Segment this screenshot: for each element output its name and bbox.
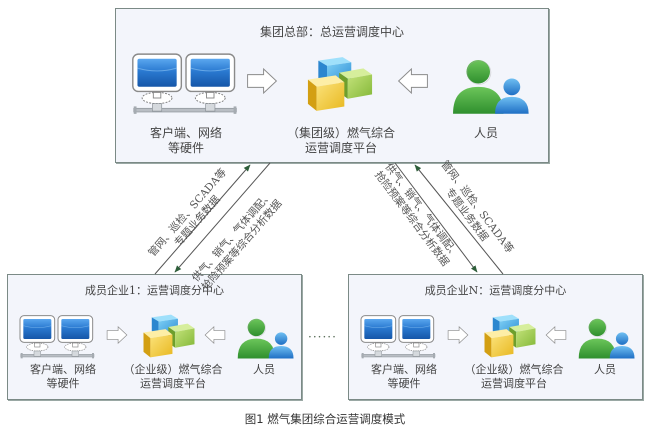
upward-arrow-left (154, 164, 251, 275)
platform-label-line1: （企业级）燃气综合 (464, 363, 564, 376)
hardware-label-line1: 客户端、网络 (371, 363, 437, 376)
platform-label-line2: 运营调度平台 (481, 377, 547, 390)
platform-label: （企业级）燃气综合 运营调度平台 (449, 363, 579, 391)
memberN-title: 成员企业N：运营调度分中心 (424, 284, 567, 297)
platform-label-line1: （企业级）燃气综合 (123, 363, 223, 376)
platform-label-line2: 运营调度平台 (304, 141, 377, 155)
platform-label: （企业级）燃气综合 运营调度平台 (108, 363, 238, 391)
people-label: 人员 (473, 126, 498, 140)
downward-flow-label-right-line2: 抢险预案等综合分析数据 (372, 168, 452, 268)
upward-arrow-right (414, 164, 504, 275)
more-members-ellipsis: ······ (308, 330, 337, 344)
hardware-label-line2: 等硬件 (46, 377, 80, 390)
hardware-label-line2: 等硬件 (167, 141, 204, 155)
hardware-label: 客户端、网络 等硬件 (349, 363, 459, 391)
memberN-dispatch-subcenter-box: 成员企业N：运营调度分中心 客户端、网络 等硬件 （企业级）燃气综合 运营调度平… (348, 274, 643, 400)
hq-dispatch-center-box: 集团总部：总运营调度中心 客户端、网络 等硬件 （集团级）燃气综合 运营调度平台… (115, 8, 549, 163)
platform-label-line2: 运营调度平台 (140, 377, 206, 390)
people-label: 人员 (253, 363, 275, 376)
figure-caption: 图1 燃气集团综合运营调度模式 (244, 412, 406, 426)
hardware-label-line1: 客户端、网络 (149, 126, 222, 140)
people-label: 人员 (594, 363, 616, 376)
platform-label: （集团级）燃气综合 运营调度平台 (266, 126, 416, 156)
member1-title: 成员企业1：运营调度分中心 (85, 284, 224, 297)
downward-arrow-left (174, 162, 271, 273)
hardware-label-line2: 等硬件 (387, 377, 421, 390)
hardware-label-line1: 客户端、网络 (30, 363, 96, 376)
hardware-label: 客户端、网络 等硬件 (116, 126, 256, 156)
platform-label-line1: （集团级）燃气综合 (286, 126, 395, 140)
hardware-label: 客户端、网络 等硬件 (8, 363, 118, 391)
hq-title: 集团总部：总运营调度中心 (259, 25, 404, 39)
member1-dispatch-subcenter-box: 成员企业1：运营调度分中心 客户端、网络 等硬件 （企业级）燃气综合 运营调度平… (7, 274, 302, 400)
downward-arrow-right (394, 162, 478, 273)
